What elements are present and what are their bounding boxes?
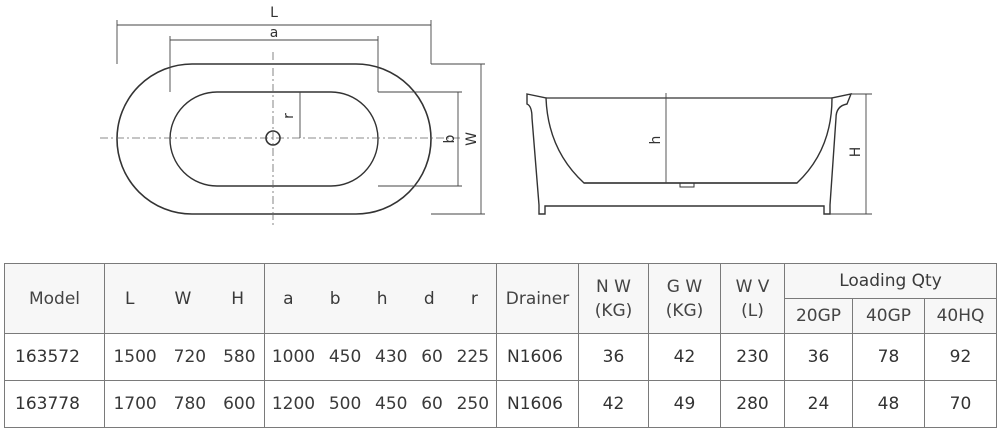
header-loading-qty: Loading Qty (784, 263, 997, 299)
dim-label-a: a (270, 25, 279, 41)
cell-nw: 42 (578, 380, 649, 428)
drain-hole (265, 130, 281, 146)
dim-label-L: L (270, 5, 278, 21)
cell-gw: 42 (648, 333, 721, 381)
header-nw: N W (KG) (578, 263, 649, 334)
cell-20gp: 36 (784, 333, 853, 381)
cell-gw: 49 (648, 380, 721, 428)
dim-label-W: W (464, 132, 480, 146)
cell-40hq: 70 (924, 380, 997, 428)
cell-20gp: 24 (784, 380, 853, 428)
top-view-inner-basin (169, 91, 379, 187)
specification-table: Model L W H a b h d r Drainer N W (KG) (4, 263, 997, 428)
dim-label-r: r (281, 113, 297, 119)
cell-lwh: 1700 780 600 (104, 380, 265, 428)
dim-label-H: H (848, 147, 864, 158)
header-lwh: L W H (104, 263, 265, 334)
cell-wv: 230 (720, 333, 785, 381)
header-drainer: Drainer (496, 263, 579, 334)
cell-abhdr: 1200 500 450 60 250 (264, 380, 497, 428)
cell-drainer: N1606 (496, 333, 579, 381)
table-row: 163778 1700 780 600 1200 500 450 60 250 … (4, 380, 997, 428)
cell-nw: 36 (578, 333, 649, 381)
header-abhdr: a b h d r (264, 263, 497, 334)
cell-40hq: 92 (924, 333, 997, 381)
side-view-outline (526, 93, 853, 215)
top-view-outer-rim (116, 63, 432, 215)
dim-label-h: h (648, 136, 664, 145)
header-40gp: 40GP (852, 298, 925, 334)
cell-wv: 280 (720, 380, 785, 428)
cell-40gp: 48 (852, 380, 925, 428)
header-model: Model (4, 263, 105, 334)
cell-40gp: 78 (852, 333, 925, 381)
cell-abhdr: 1000 450 430 60 225 (264, 333, 497, 381)
cell-model: 163778 (4, 380, 105, 428)
cell-drainer: N1606 (496, 380, 579, 428)
table-row: 163572 1500 720 580 1000 450 430 60 225 … (4, 333, 997, 381)
dim-label-b: b (442, 134, 458, 143)
header-wv: W V (L) (720, 263, 785, 334)
bathtub-technical-drawing: L a r b W h H (100, 5, 872, 225)
header-40hq: 40HQ (924, 298, 997, 334)
cell-lwh: 1500 720 580 (104, 333, 265, 381)
cell-model: 163572 (4, 333, 105, 381)
header-20gp: 20GP (784, 298, 853, 334)
header-gw: G W (KG) (648, 263, 721, 334)
